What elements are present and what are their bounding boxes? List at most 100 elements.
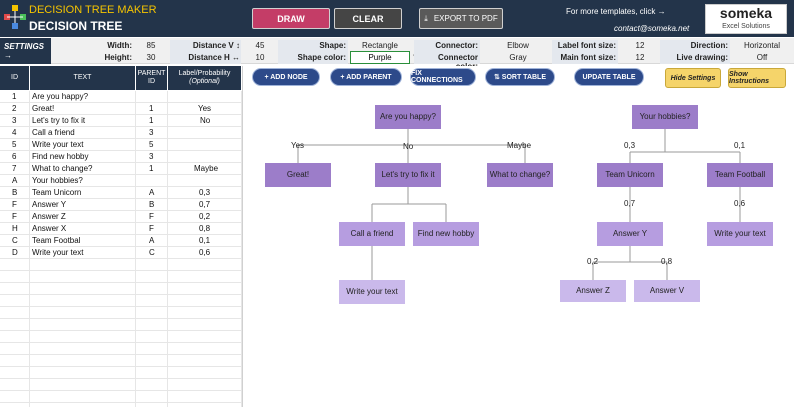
- direction-value[interactable]: Horizontal: [743, 41, 780, 50]
- contact-email[interactable]: contact@someka.net: [614, 24, 690, 33]
- clear-button[interactable]: CLEAR: [334, 8, 402, 29]
- cell-label: 0,2: [199, 212, 211, 221]
- table-row-empty[interactable]: [0, 283, 241, 295]
- download-icon: ⤓: [424, 13, 428, 23]
- update-table-button[interactable]: UPDATE TABLE: [574, 68, 644, 86]
- app-name-top: DECISION TREE MAKER: [29, 4, 157, 16]
- table-row-empty[interactable]: [0, 271, 241, 283]
- cell-parent: 3: [149, 152, 154, 161]
- tree-node[interactable]: Great!: [265, 163, 331, 187]
- someka-logo[interactable]: someka Excel Solutions: [705, 4, 787, 34]
- live-drawing-label: Live drawing:: [676, 53, 728, 62]
- connector-color-value[interactable]: Gray: [509, 53, 527, 62]
- shape-label: Shape:: [319, 41, 346, 50]
- decision-tree-logo-icon: [4, 5, 26, 29]
- label-font-value[interactable]: 12: [635, 41, 645, 50]
- templates-link[interactable]: For more templates, click →: [566, 7, 666, 16]
- shape-color-label: Shape color:: [297, 53, 346, 62]
- tree-node[interactable]: Team Unicorn: [597, 163, 663, 187]
- table-row-empty[interactable]: [0, 295, 241, 307]
- col-header-text: TEXT: [30, 66, 135, 90]
- col-header-id: ID: [0, 66, 29, 90]
- sort-table-button[interactable]: ⇅ SORT TABLE: [485, 68, 555, 86]
- tree-node[interactable]: Team Football: [707, 163, 773, 187]
- edge-label: No: [403, 142, 414, 151]
- table-row-empty[interactable]: [0, 355, 241, 367]
- cell-id: D: [12, 248, 18, 257]
- edge-label: 0,7: [624, 199, 636, 208]
- tree-node[interactable]: Answer V: [634, 280, 700, 302]
- main-font-value[interactable]: 12: [635, 53, 645, 62]
- distance-h-value[interactable]: 10: [255, 53, 265, 62]
- tree-node[interactable]: Answer Y: [597, 222, 663, 246]
- tree-node[interactable]: Your hobbies?: [632, 105, 698, 129]
- shape-value[interactable]: Rectangle: [361, 41, 399, 50]
- fix-connections-button[interactable]: FIX CONNECTIONS: [410, 68, 476, 86]
- direction-label: Direction:: [690, 41, 728, 50]
- cell-text: Call a friend: [32, 128, 75, 137]
- cell-text: Answer Y: [32, 200, 67, 209]
- brand-name: someka: [719, 5, 773, 21]
- live-drawing-value[interactable]: Off: [756, 53, 768, 62]
- export-pdf-label: EXPORT TO PDF: [433, 14, 498, 23]
- cell-id: B: [12, 188, 18, 197]
- table-row-empty[interactable]: [0, 319, 241, 331]
- cell-text: Team Unicorn: [32, 188, 82, 197]
- table-row-empty[interactable]: [0, 331, 241, 343]
- main-font-label: Main font size:: [560, 53, 616, 62]
- shape-color-select[interactable]: Purple: [350, 51, 410, 64]
- width-value[interactable]: 85: [146, 41, 156, 50]
- cell-label: No: [200, 116, 211, 125]
- diagram-canvas: [242, 66, 794, 407]
- distance-v-value[interactable]: 45: [255, 41, 265, 50]
- draw-button[interactable]: DRAW: [252, 8, 330, 29]
- tree-node[interactable]: Answer Z: [560, 280, 626, 302]
- tree-node[interactable]: Write your text: [707, 222, 773, 246]
- cell-text: Are you happy?: [32, 92, 89, 101]
- add-node-button[interactable]: + ADD NODE: [252, 68, 320, 86]
- cell-id: 1: [12, 92, 17, 101]
- edge-label: 0,2: [587, 257, 599, 266]
- cell-text: Write your text: [32, 248, 84, 257]
- height-value[interactable]: 30: [146, 53, 156, 62]
- tree-node[interactable]: Let's try to fix it: [375, 163, 441, 187]
- width-label: Width:: [107, 41, 132, 50]
- hide-settings-button[interactable]: Hide Settings: [665, 68, 721, 88]
- tree-node[interactable]: Find new hobby: [413, 222, 479, 246]
- table-row-empty[interactable]: [0, 343, 241, 355]
- table-row-empty[interactable]: [0, 259, 241, 271]
- show-instructions-button[interactable]: Show Instructions: [728, 68, 786, 88]
- tree-node[interactable]: Are you happy?: [375, 105, 441, 129]
- tree-node[interactable]: What to change?: [487, 163, 553, 187]
- cell-id: 2: [12, 104, 17, 113]
- tree-node[interactable]: Call a friend: [339, 222, 405, 246]
- table-row-empty[interactable]: [0, 391, 241, 403]
- table-row-empty[interactable]: [0, 379, 241, 391]
- tree-node[interactable]: Write your text: [339, 280, 405, 304]
- brand-sub: Excel Solutions: [722, 23, 770, 30]
- settings-label[interactable]: SETTINGS →: [0, 38, 51, 64]
- edge-label: 0,6: [734, 199, 746, 208]
- cell-label: 0,3: [199, 188, 211, 197]
- cell-text: Write your text: [32, 140, 84, 149]
- table-row[interactable]: 1 Are you happy?: [0, 91, 241, 103]
- connector-value[interactable]: Elbow: [507, 41, 529, 50]
- export-pdf-button[interactable]: ⤓ EXPORT TO PDF: [419, 8, 503, 29]
- add-parent-button[interactable]: + ADD PARENT: [330, 68, 402, 86]
- table-row-empty[interactable]: [0, 307, 241, 319]
- col-header-label: Label/Probability (Optional): [168, 66, 241, 90]
- table-row-empty[interactable]: [0, 367, 241, 379]
